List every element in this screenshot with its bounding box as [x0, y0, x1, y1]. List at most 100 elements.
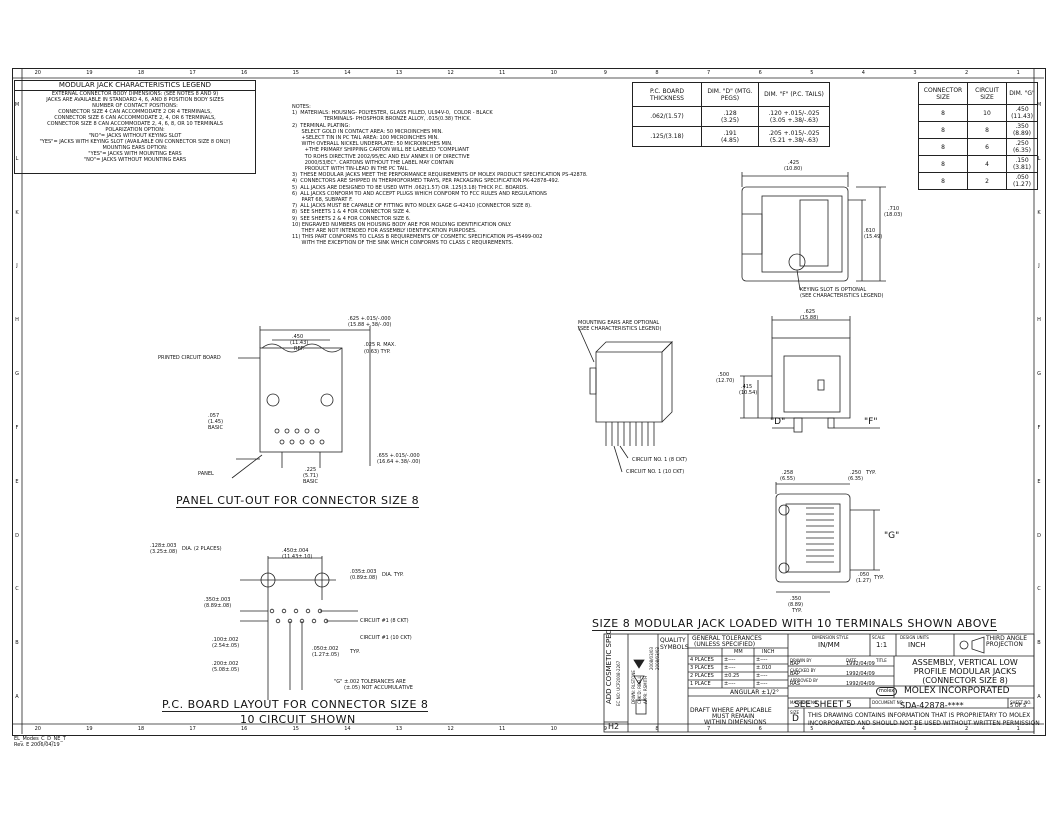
- dim-057: .057: [208, 413, 220, 419]
- dim-050: .050±.002: [312, 646, 339, 652]
- unless-specified: (UNLESS SPECIFIED): [694, 641, 756, 648]
- tol-1-inch: ±----: [756, 681, 768, 687]
- zone-number: 3: [913, 726, 917, 732]
- dim-ref: REF.: [294, 346, 305, 352]
- zone-letter: J: [1038, 263, 1040, 270]
- zone-letter: C: [15, 586, 19, 593]
- zone-letter: H: [1037, 317, 1041, 324]
- keying-note-2: (SEE CHARACTERISTICS LEGEND): [800, 293, 884, 299]
- zone-number: 9: [603, 70, 607, 76]
- zone-letter: J: [16, 263, 18, 270]
- pcb-layout-title: P.C. BOARD LAYOUT FOR CONNECTOR SIZE 8: [162, 698, 429, 712]
- zone-letter: D: [15, 532, 19, 539]
- dim-625-mm: (15.88 +.38/-.00): [348, 322, 392, 328]
- zone-number: 20: [34, 70, 41, 76]
- dim-bottom-050-mm: (1.27): [856, 578, 872, 584]
- pcb-pin-holes: [269, 608, 329, 624]
- dim-front-500-mm: (12.70): [716, 378, 735, 384]
- legend-title: MODULAR JACK CHARACTERISTICS LEGEND: [15, 81, 255, 91]
- zone-letter: C: [1037, 586, 1041, 593]
- drawing-notes: NOTES: 1) MATERIALS: HOUSING- POLYESTER,…: [292, 104, 588, 247]
- projection-label: THIRD ANGLE PROJECTION: [986, 635, 1028, 648]
- tol-mm-header: MM: [734, 649, 743, 655]
- dim-025: .025 R. MAX.: [364, 342, 396, 348]
- zone-number: 17: [189, 70, 196, 76]
- sheet-label: SHEET NO.: [1010, 700, 1032, 705]
- legend-line: JACKS ARE AVAILABLE IN STANDARD 4, 6, AN…: [46, 97, 224, 103]
- zone-number: 1: [1016, 726, 1020, 732]
- proprietary-1: THIS DRAWING CONTAINS INFORMATION THAT I…: [808, 712, 1031, 719]
- dim-bottom-350-mm: (8.89): [788, 602, 804, 608]
- dim-350: .350±.003: [204, 597, 231, 603]
- keying-note: KEYING SLOT IS OPTIONAL: [800, 287, 867, 293]
- dim-top-425-mm: (10.80): [784, 166, 803, 172]
- approved-by-label: APPROVED BY: [790, 678, 819, 683]
- zone-number: 7: [707, 726, 711, 732]
- zone-number: 8: [655, 726, 659, 732]
- peg-hole-right: [320, 393, 334, 407]
- jack-title: SIZE 8 MODULAR JACK LOADED WITH 10 TERMI…: [592, 617, 998, 631]
- legend-line: POLARIZATION OPTION:: [105, 127, 165, 133]
- tol-inch-header: INCH: [762, 649, 775, 655]
- pcb-cell: .205 +.015/-.025(5.21 +.38/-.63): [758, 126, 830, 147]
- dim-bottom-250-typ: TYP.: [866, 470, 876, 476]
- tol-3-mm: ±----: [724, 665, 736, 671]
- jack-bottom-view: [775, 493, 851, 583]
- dim-f-marker: "F": [864, 417, 878, 427]
- tolerance-note-1: "G" ±.002 TOLERANCES ARE: [334, 679, 406, 685]
- zone-letter: A: [1037, 694, 1041, 701]
- checked-by-label: CHECKED BY: [790, 668, 816, 673]
- material-value: SEE SHEET 5: [794, 700, 852, 710]
- label-circuit-10: CIRCUIT #1 (10 CKT): [360, 635, 412, 641]
- zone-number: 12: [447, 70, 454, 76]
- zone-number: 11: [499, 70, 506, 76]
- tol-2-inch: ±----: [756, 673, 768, 679]
- legend-line: "NO"= JACKS WITHOUT KEYING SLOT: [88, 133, 182, 139]
- drawn-by-value: BAP: [790, 661, 800, 667]
- tol-2-places: 2 PLACES: [690, 673, 714, 679]
- legend-line: CONNECTOR SIZE 4 CAN ACCOMMODATE 2 OR 4 …: [58, 109, 212, 115]
- zone-number: 13: [395, 726, 403, 732]
- pcb-thickness-table: P.C. BOARD THICKNESS DIM. "D" (MTG. PEGS…: [632, 82, 830, 147]
- iso-terminals: [605, 422, 655, 446]
- symbols-label: SYMBOLS: [660, 644, 689, 651]
- zone-number: 3: [913, 70, 917, 76]
- dim-bottom-350: .350: [790, 596, 802, 602]
- zone-number: 4: [861, 726, 865, 732]
- tolerance-note-2: (±.05) NOT ACCUMULATIVE: [344, 685, 413, 691]
- tol-2-mm: ±0.25: [724, 673, 740, 679]
- dim-655: .655 +.015/-.000: [377, 453, 420, 459]
- dim-bottom-050-typ: TYP.: [874, 575, 884, 581]
- tol-angular: ANGULAR ±1/2°: [730, 689, 779, 696]
- zone-number: 5: [810, 70, 814, 76]
- label-printed-circuit-board: PRINTED CIRCUIT BOARD: [158, 355, 221, 361]
- legend-line: "YES"= JACKS WITH MOUNTING EARS: [88, 151, 182, 157]
- tol-1-place: 1 PLACE: [690, 681, 711, 687]
- dim-100: .100±.002: [212, 637, 239, 643]
- pin-holes: [274, 428, 325, 445]
- label-iso-circuit-10: CIRCUIT NO. 1 (10 CKT): [626, 469, 685, 475]
- dim-style-value: IN/MM: [818, 641, 840, 649]
- jack-contacts: [799, 199, 829, 267]
- scale-value: 1:1: [876, 641, 888, 649]
- zone-number: 7: [707, 70, 711, 76]
- dim-225-mm: (5.71): [303, 473, 319, 479]
- material-label: MATERIAL NO.: [790, 700, 819, 705]
- zone-number: 15: [292, 726, 299, 732]
- ears-note: MOUNTING EARS ARE OPTIONAL: [578, 320, 660, 326]
- tol-4-inch: ±----: [756, 657, 768, 663]
- sheet-number: 5 OF 5: [1010, 703, 1027, 709]
- pcb-cell: .191(4.85): [701, 126, 759, 147]
- legend-line: NUMBER OF CONTACT POSITIONS:: [92, 103, 178, 109]
- approved-by-value: RAS: [790, 681, 800, 687]
- pcb-layout-subtitle: 10 CIRCUIT SHOWN: [240, 713, 356, 726]
- dim-200: .200±.002: [212, 661, 239, 667]
- dim-128: .128±.003: [150, 543, 177, 549]
- zone-letter: K: [15, 209, 19, 216]
- zone-number: 16: [241, 726, 248, 732]
- zone-number: 4: [861, 70, 865, 76]
- panel-break-line: [261, 343, 343, 353]
- scale-label: SCALE: [872, 635, 885, 640]
